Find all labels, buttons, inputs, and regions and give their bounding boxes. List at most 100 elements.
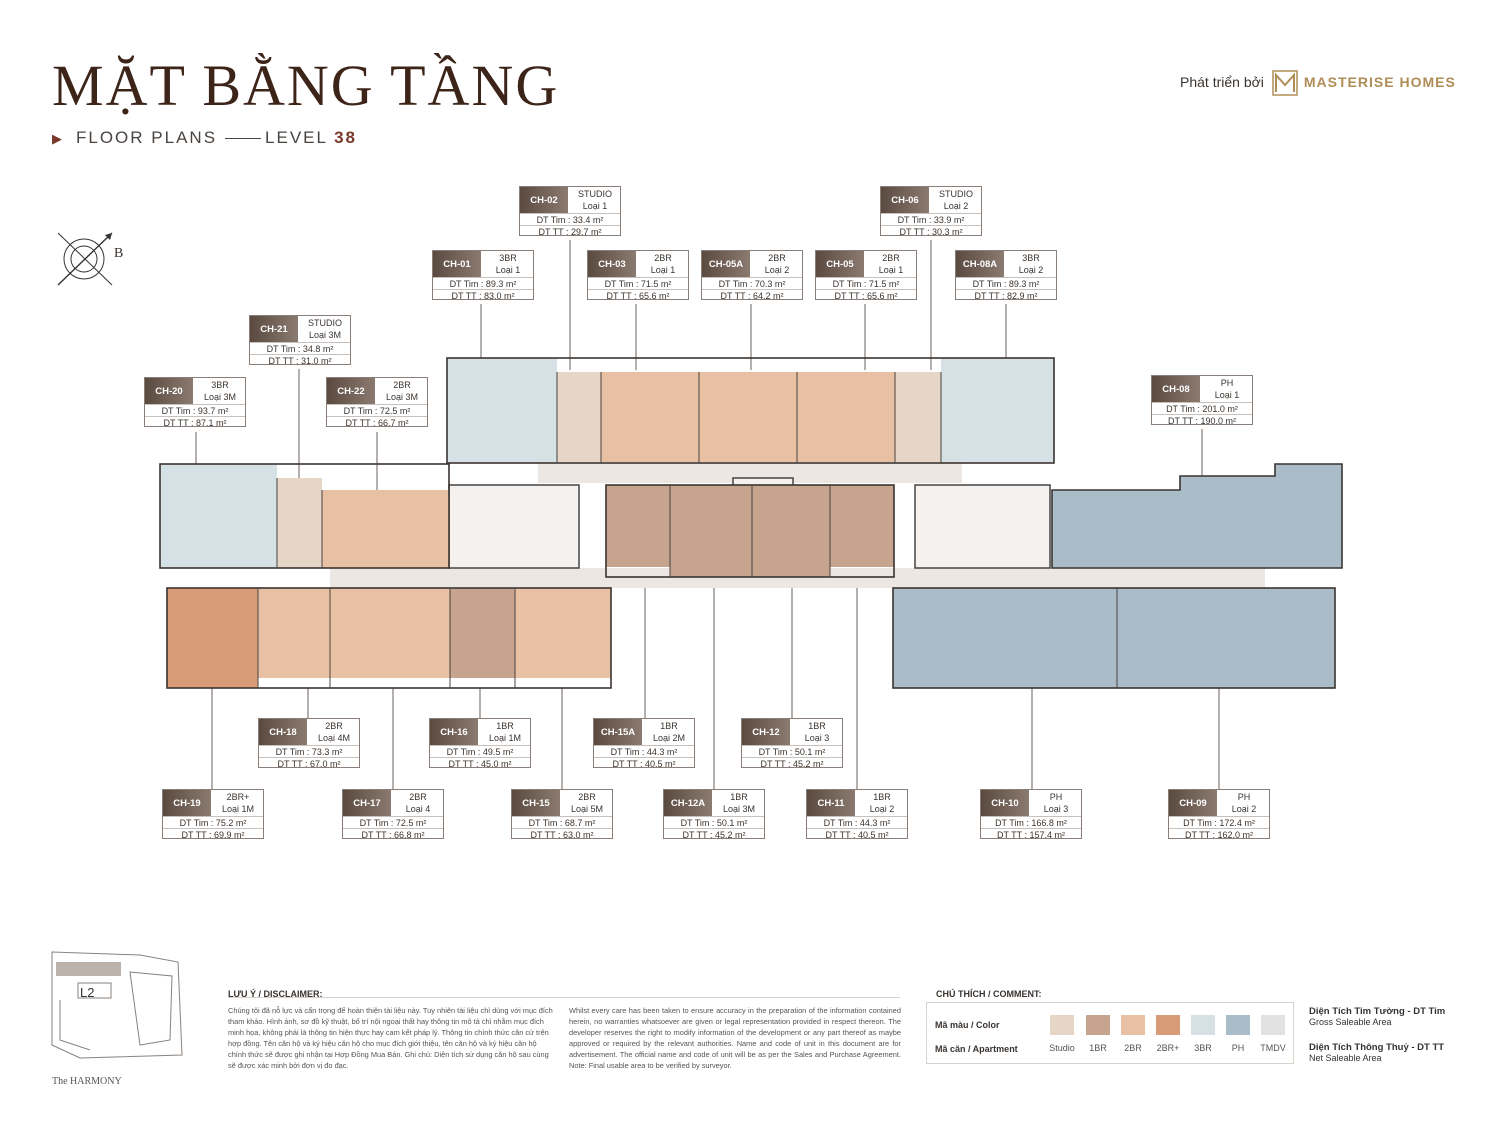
disclaimer-english: Whilst every care has been taken to ensu… <box>569 1006 901 1070</box>
subtitle-rule <box>225 138 262 139</box>
unit-layout-type: Loại 2 <box>1231 804 1257 814</box>
unit-ch-16-shape <box>450 588 515 678</box>
legend-swatch <box>1261 1015 1285 1035</box>
unit-net-area: DT TT : 40.5 m² <box>807 828 907 841</box>
unit-gross-area: DT Tim : 89.3 m² <box>956 277 1056 290</box>
unit-net-area: DT TT : 66.7 m² <box>327 416 427 429</box>
unit-gross-area: DT Tim : 50.1 m² <box>742 745 842 758</box>
legend-box <box>926 1002 1294 1064</box>
unit-layout-type: Loại 1 <box>495 265 521 275</box>
unit-layout-type: Loại 5M <box>570 804 604 814</box>
unit-gross-area: DT Tim : 70.3 m² <box>702 277 802 290</box>
legend-color-label: Mã màu / Color <box>935 1020 1000 1030</box>
legend-swatch <box>1121 1015 1145 1035</box>
unit-net-area: DT TT : 157.4 m² <box>981 828 1081 841</box>
page-title: MẶT BẰNG TẦNG <box>52 53 560 118</box>
unit-ch-09-shape <box>1117 588 1335 688</box>
corridor-main <box>330 568 1265 588</box>
legend-swatch <box>1156 1015 1180 1035</box>
unit-code: CH-09 <box>1169 790 1217 816</box>
unit-gross-area: DT Tim : 71.5 m² <box>588 277 688 290</box>
legend-swatch <box>1050 1015 1074 1035</box>
unit-layout-type: Loại 1M <box>488 733 522 743</box>
unit-layout-type: Loại 3M <box>722 804 756 814</box>
unit-ch-08-shape <box>1052 464 1342 568</box>
unit-bedroom-type: 1BR <box>873 792 891 802</box>
unit-ch-08a-shape <box>941 358 1054 463</box>
unit-layout-type: Loại 4M <box>317 733 351 743</box>
unit-net-area: DT TT : 87.1 m² <box>145 416 245 429</box>
unit-ch-20-shape <box>160 464 277 568</box>
unit-layout-type: Loại 3M <box>308 330 342 340</box>
unit-bedroom-type: 2BR <box>654 253 672 263</box>
unit-type: 2BR Loại 5M <box>562 791 612 815</box>
unit-ch-15a-shape <box>606 485 670 567</box>
gross-area-vi: Diện Tích Tim Tường - DT Tim <box>1309 1006 1446 1017</box>
unit-code: CH-08A <box>956 251 1004 277</box>
unit-bedroom-type: PH <box>1237 792 1251 802</box>
legend-title: CHÚ THÍCH / COMMENT: <box>936 989 1042 999</box>
unit-bedroom-type: 1BR <box>808 721 826 731</box>
unit-layout-type: Loại 2 <box>1018 265 1044 275</box>
unit-bedroom-type: 2BR <box>882 253 900 263</box>
legend-swatch-label: 2BR+ <box>1156 1043 1180 1053</box>
unit-gross-area: DT Tim : 75.2 m² <box>163 816 263 829</box>
masterise-logo-icon <box>1272 70 1298 96</box>
corridor-upper <box>538 463 962 483</box>
core-left <box>448 484 580 569</box>
leader-lines <box>195 240 1220 789</box>
unit-code: CH-03 <box>588 251 636 277</box>
unit-type: 2BR+Loại 1M <box>213 791 263 815</box>
unit-ch-17-shape <box>330 588 450 678</box>
wall-outlines <box>159 357 1343 689</box>
unit-gross-area: DT Tim : 44.3 m² <box>807 816 907 829</box>
unit-bedroom-type: STUDIO <box>307 318 342 328</box>
unit-gross-area: DT Tim : 44.3 m² <box>594 745 694 758</box>
unit-code: CH-15 <box>512 790 560 816</box>
unit-gross-area: DT Tim : 172.4 m² <box>1169 816 1269 829</box>
unit-layout-type: Loại 1M <box>221 804 255 814</box>
legend-swatch <box>1086 1015 1110 1035</box>
disclaimer-vietnamese: Chúng tôi đã nỗ lực và cẩn trọng để hoàn… <box>228 1006 553 1070</box>
unit-ch-15-shape <box>515 588 611 678</box>
unit-bedroom-type: 2BR <box>578 792 596 802</box>
unit-net-area: DT TT : 190.0 m² <box>1152 414 1252 427</box>
unit-layout-type: Loại 3M <box>203 392 237 402</box>
unit-layout-type: Loại 2 <box>764 265 790 275</box>
gross-area-definition: Diện Tích Tim Tường - DT Tim Gross Salea… <box>1309 1006 1445 1027</box>
disclaimer-divider <box>228 997 900 998</box>
legend-apartment-label: Mã căn / Apartment <box>935 1044 1018 1054</box>
unit-net-area: DT TT : 30.3 m² <box>881 225 981 238</box>
unit-gross-area: DT Tim : 73.3 m² <box>259 745 359 758</box>
unit-gross-area: DT Tim : 72.5 m² <box>327 404 427 417</box>
unit-code: CH-15A <box>594 719 642 745</box>
unit-bedroom-type: 1BR <box>660 721 678 731</box>
unit-net-area: DT TT : 65.6 m² <box>816 289 916 302</box>
unit-net-area: DT TT : 29.7 m² <box>520 225 620 238</box>
unit-gross-area: DT Tim : 33.9 m² <box>881 213 981 226</box>
unit-gross-area: DT Tim : 72.5 m² <box>343 816 443 829</box>
legend-swatch <box>1191 1015 1215 1035</box>
unit-gross-area: DT Tim : 71.5 m² <box>816 277 916 290</box>
unit-net-area: DT TT : 82.9 m² <box>956 289 1056 302</box>
unit-code: CH-21 <box>250 316 298 342</box>
